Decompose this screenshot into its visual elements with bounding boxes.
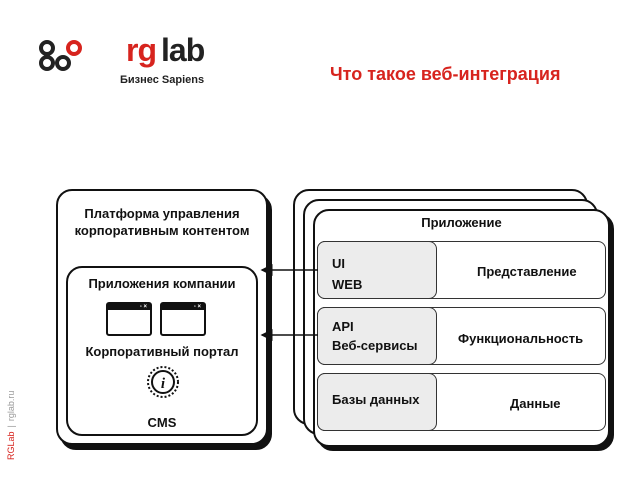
layer-data-label: Данные <box>510 396 561 411</box>
layer-webservices-label: Веб-сервисы <box>332 338 418 353</box>
slide-title: Что такое веб-интеграция <box>330 64 561 84</box>
logo-lab-text: lab <box>161 32 205 68</box>
company-apps-title: Приложения компании <box>88 276 236 291</box>
layer-api: API Веб-сервисы <box>317 307 437 365</box>
logo-mark-icon <box>39 40 82 71</box>
portal-label: Корпоративный портал <box>85 344 239 359</box>
layer-api-label: API <box>332 319 354 334</box>
portal-window-icon-1: ▫ × <box>106 302 152 336</box>
cms-label: CMS <box>147 415 177 430</box>
cms-info-icon: i <box>147 366 179 398</box>
application-title: Приложение <box>421 215 502 230</box>
logo-subtitle: Бизнес Sapiens <box>120 74 205 86</box>
layer-functionality-label: Функциональность <box>458 331 584 346</box>
window-buttons: ▫ × <box>139 304 147 310</box>
portal-window-icon-2: ▫ × <box>160 302 206 336</box>
layer-ui-web: UI WEB <box>317 241 437 299</box>
layer-databases: Базы данных <box>317 373 437 431</box>
rglab-logo: rg lab Бизнес Sapiens <box>38 32 218 88</box>
platform-box: Платформа управления корпоративным конте… <box>56 189 268 445</box>
platform-title-2: корпоративным контентом <box>74 223 250 238</box>
layer-databases-label: Базы данных <box>332 392 420 407</box>
platform-title-1: Платформа управления <box>84 206 240 221</box>
company-apps-box: Приложения компании ▫ × ▫ × Корпоративны… <box>66 266 258 436</box>
logo-rg-text: rg <box>126 32 157 68</box>
window-buttons: ▫ × <box>193 304 201 310</box>
layer-ui-label: UI <box>332 256 345 271</box>
layer-presentation-label: Представление <box>477 264 577 279</box>
svg-text:i: i <box>161 376 166 392</box>
layer-web-label: WEB <box>332 277 363 292</box>
application-box: Приложение UI WEB Представление API Веб-… <box>313 209 610 447</box>
